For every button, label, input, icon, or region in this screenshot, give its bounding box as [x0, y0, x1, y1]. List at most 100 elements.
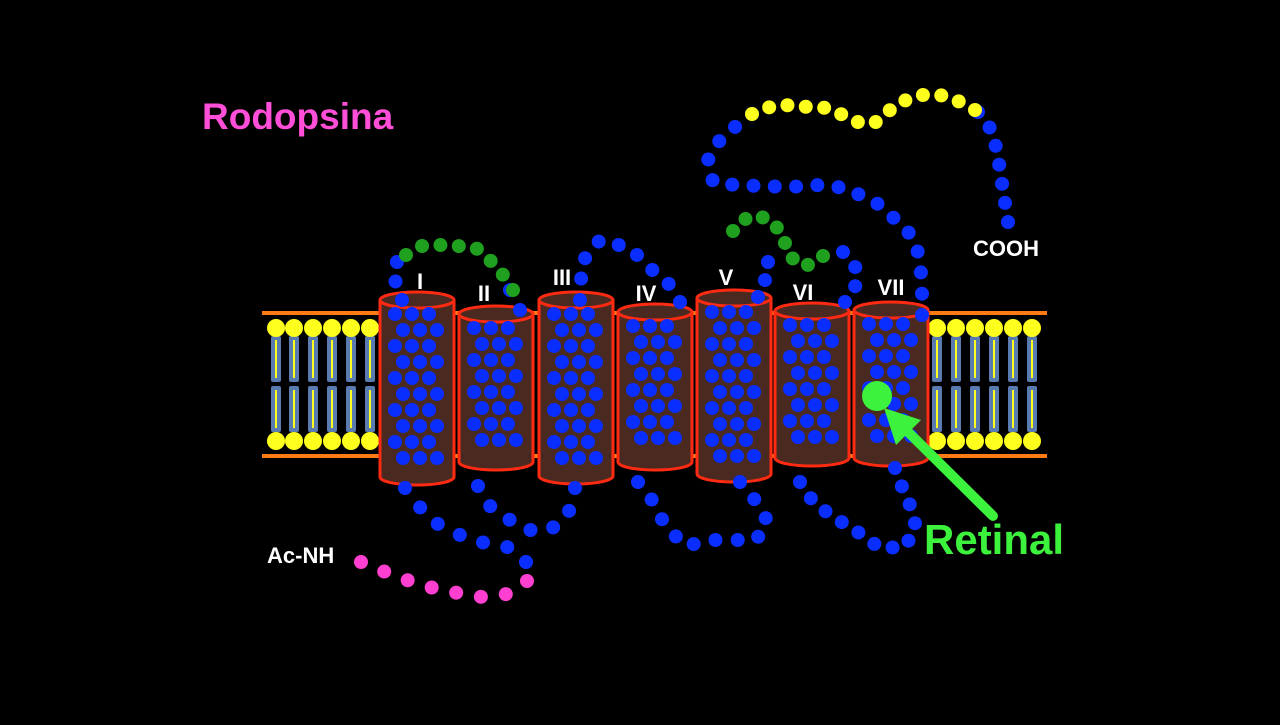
helix-1-residue — [388, 371, 402, 385]
helix-2-residue — [484, 385, 498, 399]
helix-label-4: IV — [636, 281, 657, 306]
helix-1-residue — [405, 435, 419, 449]
c-terminal-residue-yellow — [934, 88, 949, 103]
helix-3-residue — [547, 435, 561, 449]
helix-5-residue — [747, 353, 761, 367]
lipid-head — [342, 432, 360, 450]
helix-5-residue — [747, 449, 761, 463]
c-terminal-residue — [988, 138, 1003, 153]
c-terminal-residue — [851, 187, 866, 202]
lipid-head — [947, 432, 965, 450]
helix-6-residue — [783, 318, 797, 332]
lipid-head — [1004, 432, 1022, 450]
loop-residue — [907, 516, 922, 531]
helix-2-residue — [501, 353, 515, 367]
helix-6-residue — [817, 414, 831, 428]
helix-label-6: VI — [793, 280, 814, 305]
helix-6-residue — [800, 414, 814, 428]
helix-6-residue — [825, 430, 839, 444]
helix-5-residue — [722, 433, 736, 447]
c-terminal-residue — [901, 225, 916, 240]
helix-5-residue — [747, 385, 761, 399]
helix-6-residue — [808, 366, 822, 380]
helix-2-residue — [475, 337, 489, 351]
c-terminal-residue-yellow — [868, 115, 883, 130]
helix-1-residue — [388, 435, 402, 449]
n-terminal-residue — [424, 580, 439, 595]
loop-residue — [673, 295, 687, 309]
lipid-head — [1023, 319, 1041, 337]
n-terminal-residue — [400, 573, 415, 588]
helix-4-residue — [660, 319, 674, 333]
helix-4-residue — [643, 415, 657, 429]
c-terminal-residue-yellow — [951, 94, 966, 109]
lipid-head — [267, 432, 285, 450]
loop-residue — [452, 527, 467, 542]
c-terminal-residue-yellow — [915, 88, 930, 102]
helix-3-residue — [564, 339, 578, 353]
glycosylation-residue — [483, 253, 498, 268]
loop-residue — [888, 461, 902, 475]
lipid-head — [966, 319, 984, 337]
n-terminal-residue — [520, 574, 534, 588]
helix-7-residue — [904, 365, 918, 379]
helix-4-residue — [626, 351, 640, 365]
helix-5-residue — [739, 433, 753, 447]
n-terminal-residue — [377, 564, 392, 579]
helix-3-residue — [555, 355, 569, 369]
helix-5-residue — [713, 449, 727, 463]
helix-7-residue — [904, 397, 918, 411]
helix-2-residue — [509, 369, 523, 383]
helix-4-residue — [660, 383, 674, 397]
helix-1-residue — [413, 419, 427, 433]
loop-residue — [836, 245, 850, 259]
loop-residue — [751, 529, 766, 544]
helix-6-residue — [817, 318, 831, 332]
helix-7-residue — [887, 365, 901, 379]
loop-residue — [894, 479, 909, 494]
helix-1-residue — [396, 323, 410, 337]
helix-3-residue — [555, 387, 569, 401]
helix-labels: I II III IV V VI VII — [417, 265, 905, 306]
lipid-head — [1023, 432, 1041, 450]
helix-2-residue — [492, 433, 506, 447]
helix-7-residue — [904, 333, 918, 347]
helix-4-residue — [668, 335, 682, 349]
helix-3-residue — [581, 403, 595, 417]
helix-5-residue — [739, 401, 753, 415]
helix-2-residue — [484, 321, 498, 335]
helix-1-residue — [413, 387, 427, 401]
loop-residue — [519, 555, 533, 569]
helix-2-residue — [467, 417, 481, 431]
helix-5-residue — [730, 321, 744, 335]
loop-residue — [574, 271, 589, 286]
helix-2-residue — [509, 401, 523, 415]
lipid-head — [985, 432, 1003, 450]
helix-3-residue — [589, 419, 603, 433]
c-terminal-residue — [982, 120, 997, 135]
helix-6-residue — [817, 350, 831, 364]
helix-2-residue — [475, 433, 489, 447]
helix-7-residue — [896, 381, 910, 395]
lipid-head — [947, 319, 965, 337]
lipid-head — [985, 319, 1003, 337]
helix-3-residue — [589, 355, 603, 369]
helix-2-residue — [467, 321, 481, 335]
helix-6-residue — [825, 366, 839, 380]
helix-4-residue — [626, 319, 640, 333]
loop-residue — [591, 234, 606, 249]
helix-1-residue — [430, 419, 444, 433]
helix-4-residue — [651, 367, 665, 381]
helix-4-residue — [660, 351, 674, 365]
helix-3-residue — [572, 355, 586, 369]
helix-1-residue — [396, 419, 410, 433]
helix-6-residue — [800, 318, 814, 332]
helix-4-residue — [668, 367, 682, 381]
helix-3-residue — [572, 387, 586, 401]
helix-6-residue — [783, 382, 797, 396]
loop-residue — [757, 273, 772, 288]
c-terminal-residue — [915, 308, 929, 322]
helix-6-residue — [791, 398, 805, 412]
lipid-bilayer-right — [928, 319, 1041, 450]
helix-4-residue — [634, 367, 648, 381]
